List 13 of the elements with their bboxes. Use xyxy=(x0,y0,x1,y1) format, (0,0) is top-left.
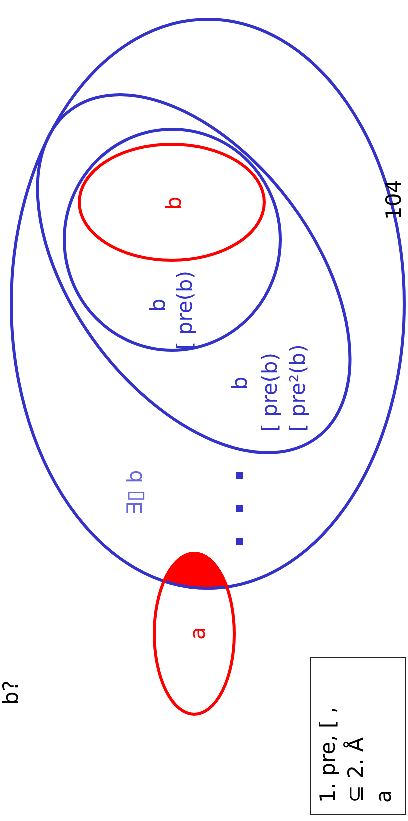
note-text: a xyxy=(373,790,395,803)
set-label: ∃▯ b xyxy=(124,470,146,515)
page-number: 104 xyxy=(383,180,405,220)
note-text: 1. pre, [ , xyxy=(317,706,339,803)
note-text: ⊆ 2. Å xyxy=(345,738,367,803)
set-label: b xyxy=(147,298,169,312)
set-label: a xyxy=(187,627,209,640)
axis-label: b? xyxy=(0,680,22,705)
note-box xyxy=(310,657,406,815)
set-label: b xyxy=(163,196,185,210)
set-label: [ pre²(b) xyxy=(287,344,309,432)
set-label: b xyxy=(229,376,251,390)
set-label: [ pre(b) xyxy=(259,352,281,432)
